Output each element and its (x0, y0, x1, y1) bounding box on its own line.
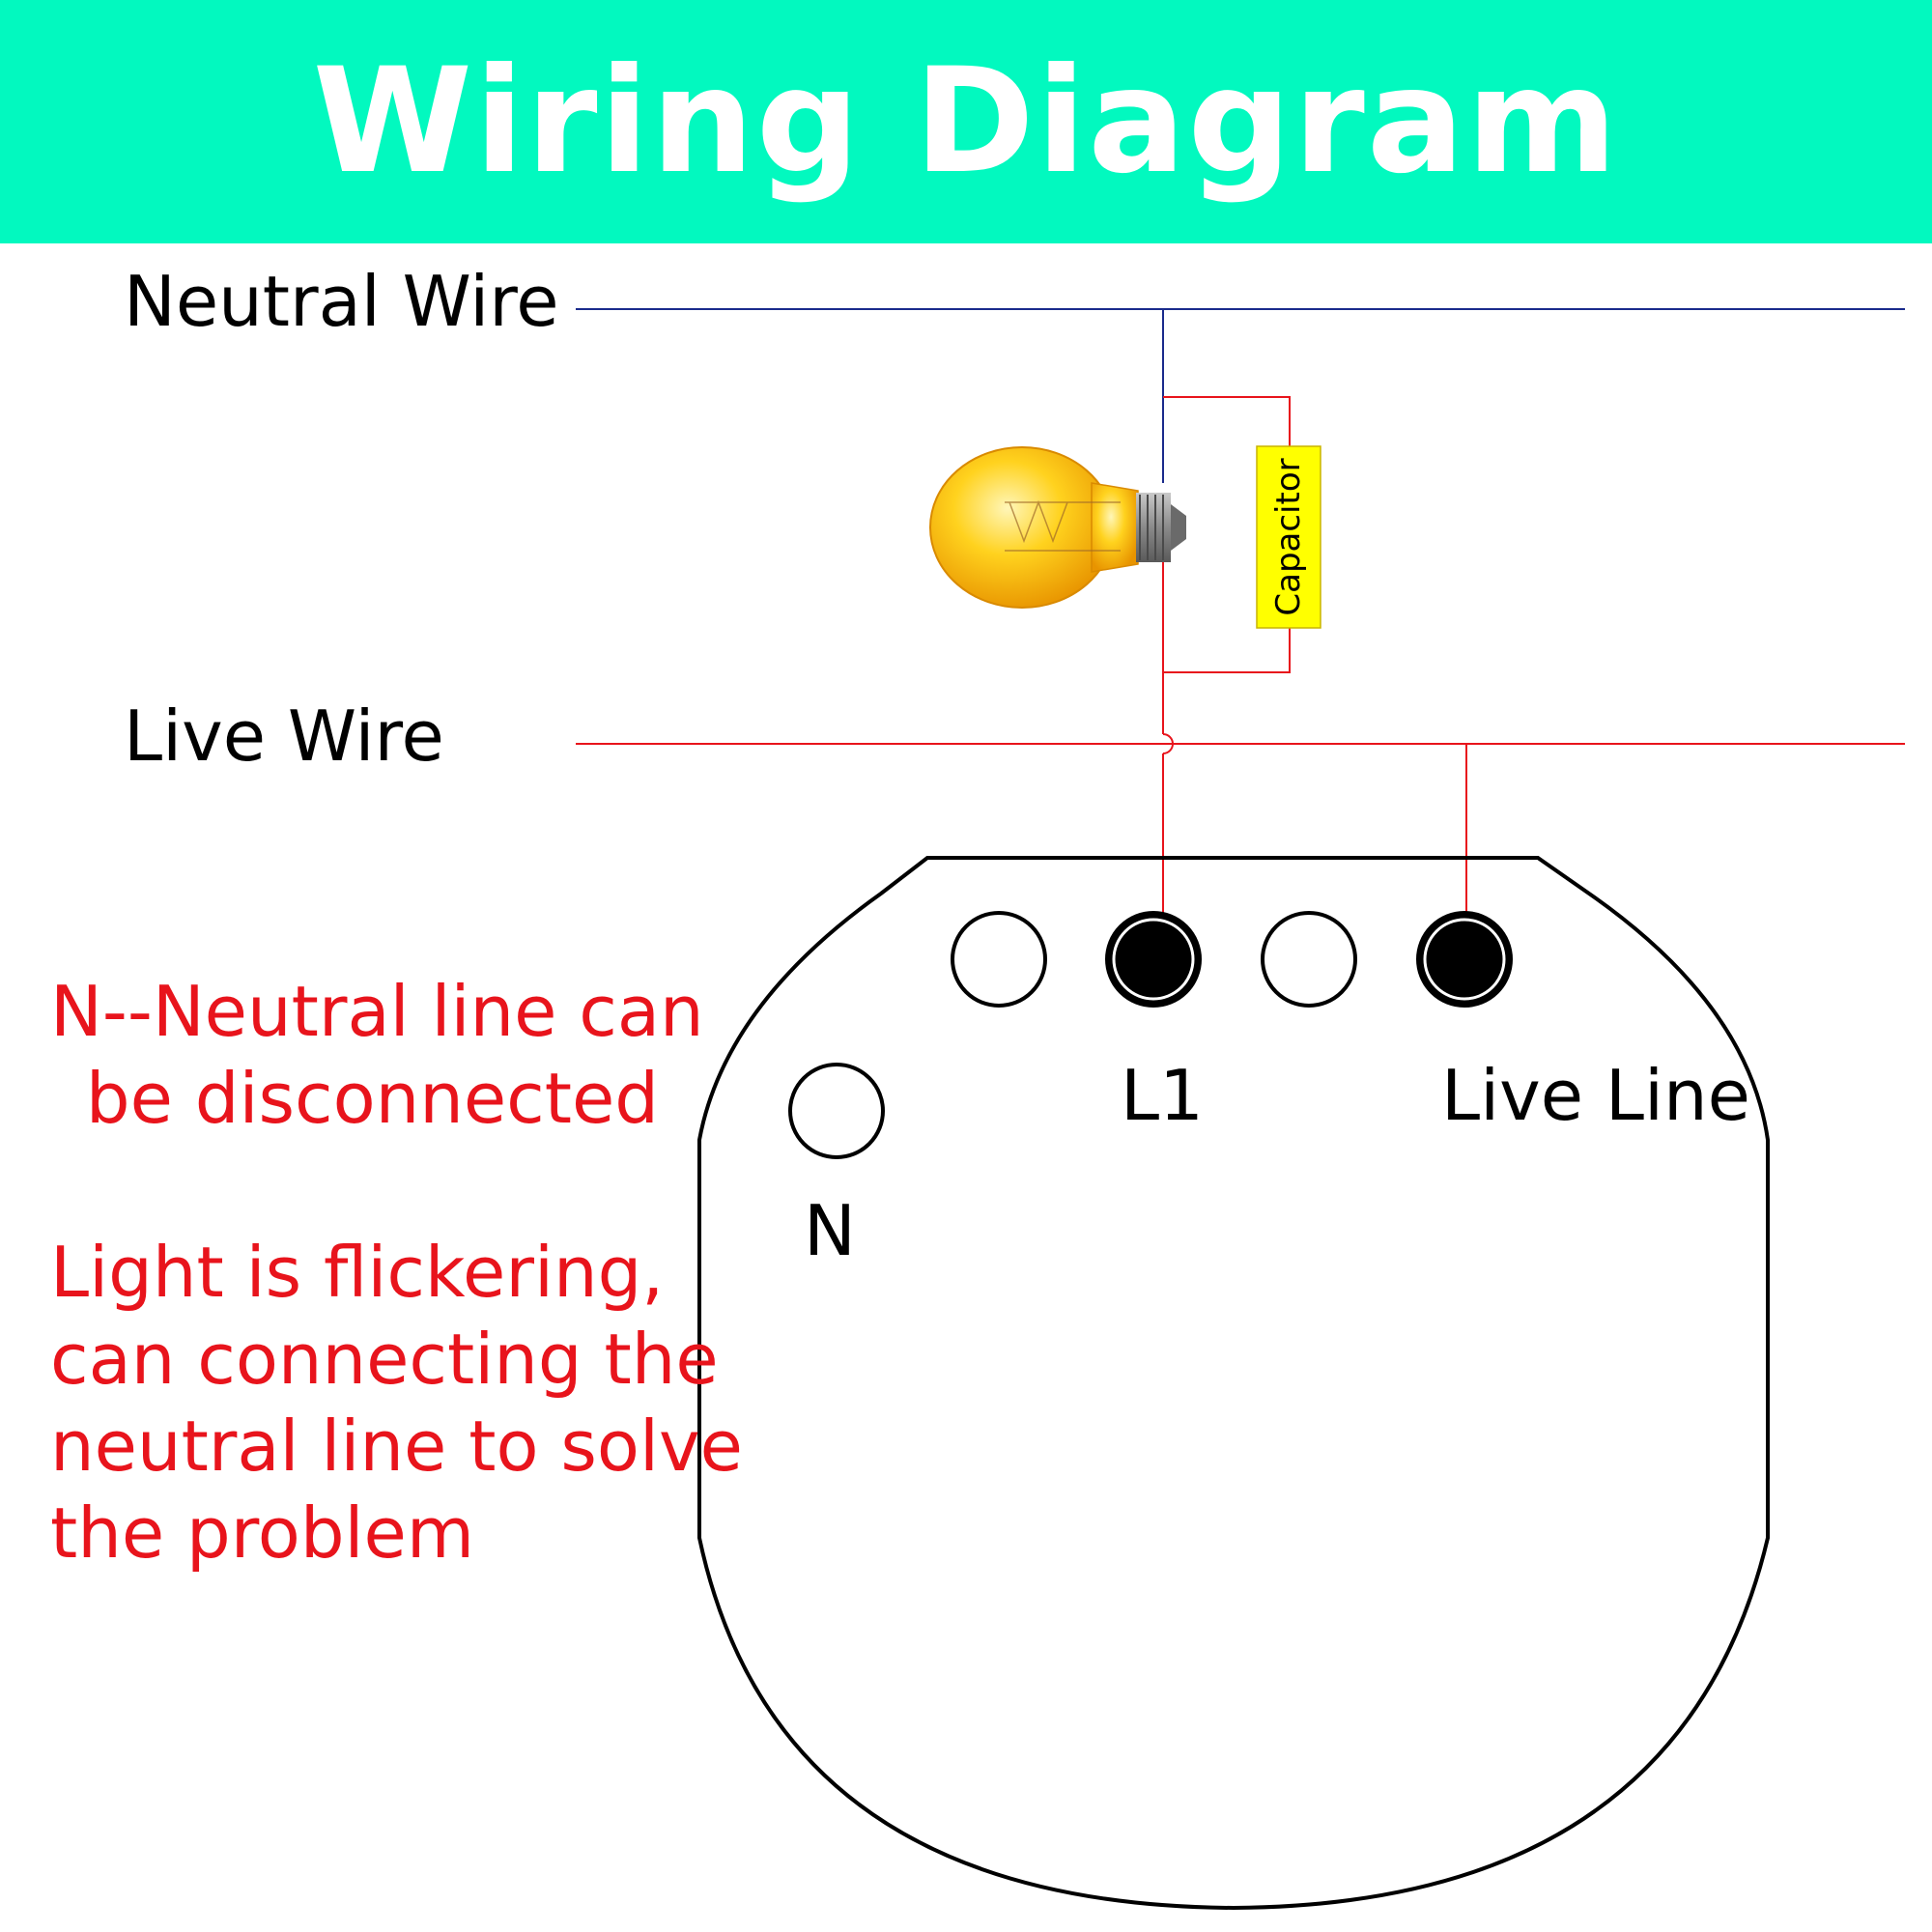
note-line: Light is flickering, (50, 1232, 665, 1313)
live-wire-label: Live Wire (124, 696, 444, 777)
note-line: be disconnected (85, 1058, 659, 1139)
note-line: neutral line to solve (50, 1406, 743, 1487)
light-bulb-icon (929, 446, 1186, 609)
page-title: Wiring Diagram (312, 38, 1620, 206)
switch-module-outline (697, 856, 1770, 1911)
note-line: can connecting the (50, 1319, 719, 1400)
terminal-l1-ring (1112, 918, 1195, 1001)
flicker-note: Light is flickering, can connecting the … (50, 1229, 743, 1577)
n-terminal-label: N (804, 1190, 856, 1271)
terminal-live-line-ring (1423, 918, 1506, 1001)
note-line: the problem (50, 1492, 474, 1574)
capacitor-top-lead (1163, 396, 1291, 446)
l1-terminal-label: L1 (1121, 1055, 1204, 1136)
terminal-live-line (1416, 911, 1513, 1008)
capacitor (1256, 445, 1321, 629)
title-banner: Wiring Diagram (0, 0, 1932, 243)
terminal-top-3 (1261, 911, 1357, 1008)
terminal-n (788, 1063, 885, 1159)
capacitor-label: Capacitor (1269, 458, 1308, 615)
note-line: N--Neutral line can (50, 971, 704, 1052)
terminal-top-1 (951, 911, 1047, 1008)
neutral-wire-label: Neutral Wire (124, 261, 559, 342)
neutral-disconnect-note: N--Neutral line can be disconnected (50, 968, 704, 1142)
live-line-terminal-label: Live Line (1441, 1055, 1750, 1136)
capacitor-bottom-lead (1163, 628, 1291, 673)
terminal-l1 (1105, 911, 1202, 1008)
